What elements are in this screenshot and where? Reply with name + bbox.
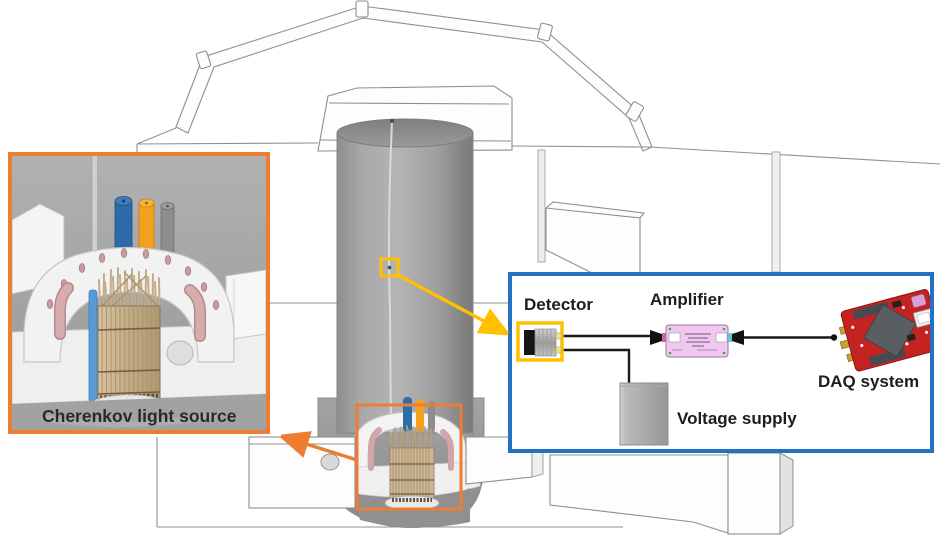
mini-rod-gray: [428, 401, 435, 432]
daq-chain-illustration: [516, 289, 930, 446]
detector-frame: [516, 321, 564, 362]
amplifier-label: Amplifier: [650, 290, 724, 309]
floor-lines: [156, 437, 623, 528]
cherenkov-inset-panel: Cherenkov light source: [8, 152, 270, 434]
cherenkov-label: Cherenkov light source: [42, 405, 237, 426]
guide-tube-blue: [88, 289, 98, 403]
voltage-supply-label: Voltage supply: [677, 409, 797, 428]
control-rod-gray: [160, 202, 175, 260]
pink-irradiation-tubes: [54, 282, 206, 342]
detector-label: Detector: [524, 295, 593, 314]
voltage-supply-icon: [619, 382, 669, 446]
control-rod-orange: [138, 198, 155, 260]
roof-parapet: [175, 0, 653, 152]
cherenkov-light-source-illustration: [12, 156, 266, 430]
right-wing-structures: [537, 149, 794, 535]
daq-chain-panel: Detector Amplifier DAQ system Voltage su…: [508, 272, 934, 453]
daq-board-icon: [838, 289, 930, 372]
signal-cables: [561, 334, 832, 383]
amplifier-icon: [650, 324, 744, 358]
daq-system-label: DAQ system: [818, 372, 920, 391]
deck-lines: [136, 127, 940, 304]
instrument-cable: [387, 120, 393, 436]
core-dome: [23, 246, 235, 363]
detector-icon: [524, 328, 562, 357]
mini-rod-orange: [416, 399, 424, 432]
